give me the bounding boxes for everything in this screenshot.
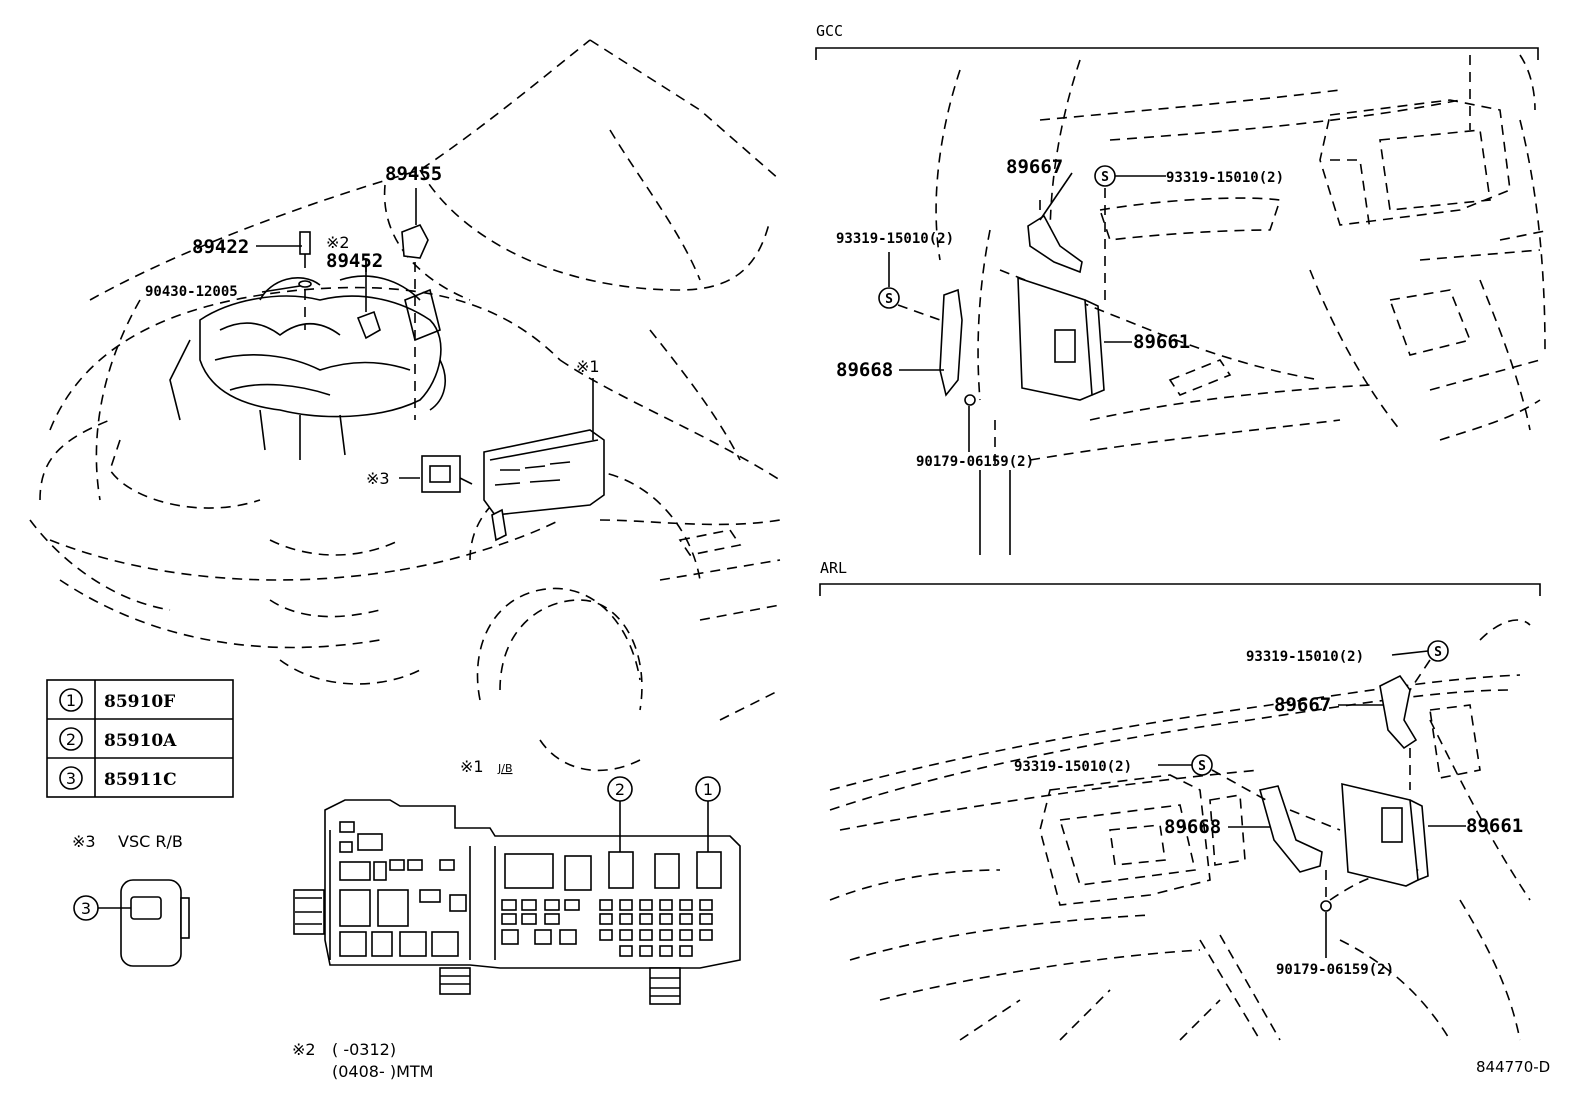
arl-screw-symbol-top: S — [1434, 645, 1442, 660]
arl-part-90179-label: 90179-06159(2) — [1276, 962, 1394, 978]
legend-key-3: 3 — [66, 769, 76, 788]
jb-key-2: 2 — [615, 780, 625, 799]
gcc-heading: GCC — [816, 22, 843, 40]
gcc-part-89661-label: 89661 — [1133, 331, 1190, 353]
legend-part-2: 85910A — [104, 731, 177, 751]
gcc-part-93319-top-label: 93319-15010(2) — [1166, 170, 1284, 186]
arl-part-93319-mid-label: 93319-15010(2) — [1014, 759, 1132, 775]
vsc-note-mark: ※3 — [72, 832, 96, 851]
gcc-bracket-89667 — [1027, 214, 1083, 274]
gcc-screw-symbol-top: S — [1101, 170, 1109, 185]
jb-fuse-grid — [501, 899, 713, 957]
engine-bay-illustration — [29, 39, 781, 772]
note-2-mark: ※2 — [326, 233, 350, 252]
gcc-part-89667-label: 89667 — [1006, 156, 1063, 178]
gcc-nut — [964, 394, 976, 406]
vsc-key: 3 — [81, 899, 91, 918]
note-3-mark: ※3 — [366, 469, 390, 488]
gcc-bracket-89668 — [939, 288, 963, 397]
sensor-89452-shape — [356, 310, 381, 340]
gcc-section: GCC S S — [815, 22, 1551, 555]
legend-key-2: 2 — [66, 730, 76, 749]
sensor-89455-shape — [401, 223, 429, 259]
gcc-part-89668-label: 89668 — [836, 359, 893, 381]
arl-nut — [1320, 900, 1332, 912]
gcc-part-90179-label: 90179-06159(2) — [916, 454, 1034, 470]
sensor-89422-shape — [299, 231, 311, 255]
jb-note-mark: ※1 — [460, 757, 484, 776]
legend-part-3: 85911C — [104, 770, 177, 790]
part-89455-label: 89455 — [385, 163, 442, 185]
figure-number: 844770-D — [1476, 1058, 1550, 1076]
note-1-mark: ※1 — [576, 357, 600, 376]
arl-part-89667-label: 89667 — [1274, 694, 1331, 716]
arl-bracket-89668 — [1259, 785, 1323, 873]
date-note-line2: (0408- )MTM — [332, 1062, 433, 1081]
arl-part-93319-top-label: 93319-15010(2) — [1246, 649, 1364, 665]
part-90430-label: 90430-12005 — [145, 284, 238, 300]
jb-key-1: 1 — [703, 780, 713, 799]
engine-leaders — [256, 188, 420, 479]
part-89452-label: 89452 — [326, 250, 383, 272]
jb-note-text: J/B — [497, 762, 513, 775]
jb-detail: ※1 J/B — [293, 757, 741, 1005]
arl-section: ARL S S — [819, 559, 1541, 1041]
legend-key-1: 1 — [66, 691, 76, 710]
arl-ecu-89661 — [1341, 782, 1419, 887]
legend-part-1: 85910F — [104, 692, 175, 712]
vsc-rb-detail: ※3 VSC R/B 3 — [72, 832, 190, 967]
gcc-screw-symbol-left: S — [885, 292, 893, 307]
arl-screw-symbol-mid: S — [1198, 759, 1206, 774]
date-note-line1: ( -0312) — [332, 1040, 396, 1059]
date-note-mark: ※2 — [292, 1040, 316, 1059]
arl-part-89661-label: 89661 — [1466, 815, 1523, 837]
arl-bracket-89667 — [1379, 674, 1418, 750]
gcc-part-93319-left-label: 93319-15010(2) — [836, 231, 954, 247]
part-89422-label: 89422 — [192, 236, 249, 258]
legend-table: 1 2 3 85910F 85910A 85911C — [46, 679, 234, 798]
vsc-note-text: VSC R/B — [118, 832, 183, 851]
arl-heading: ARL — [820, 559, 847, 577]
arl-part-89668-label: 89668 — [1164, 816, 1221, 838]
